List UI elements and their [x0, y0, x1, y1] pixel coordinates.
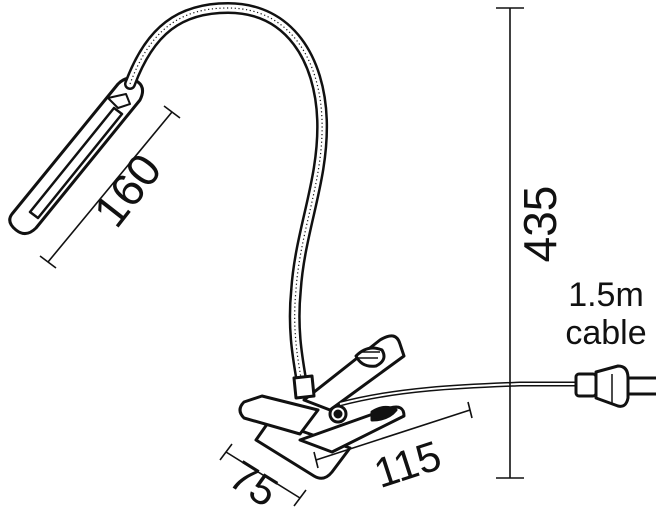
clip-length-label: 115	[368, 432, 446, 497]
clamp-clip	[238, 334, 406, 480]
power-plug	[574, 364, 656, 408]
power-cable	[339, 381, 578, 407]
dimension-lines	[39, 7, 524, 507]
cable-word-label: cable	[565, 314, 646, 352]
head-length-label: 160	[83, 144, 171, 236]
gooseneck	[124, 1, 329, 390]
cable-length-label: 1.5m	[568, 276, 644, 314]
height-label: 435	[514, 186, 566, 263]
clip-depth-label: 75	[221, 451, 286, 516]
